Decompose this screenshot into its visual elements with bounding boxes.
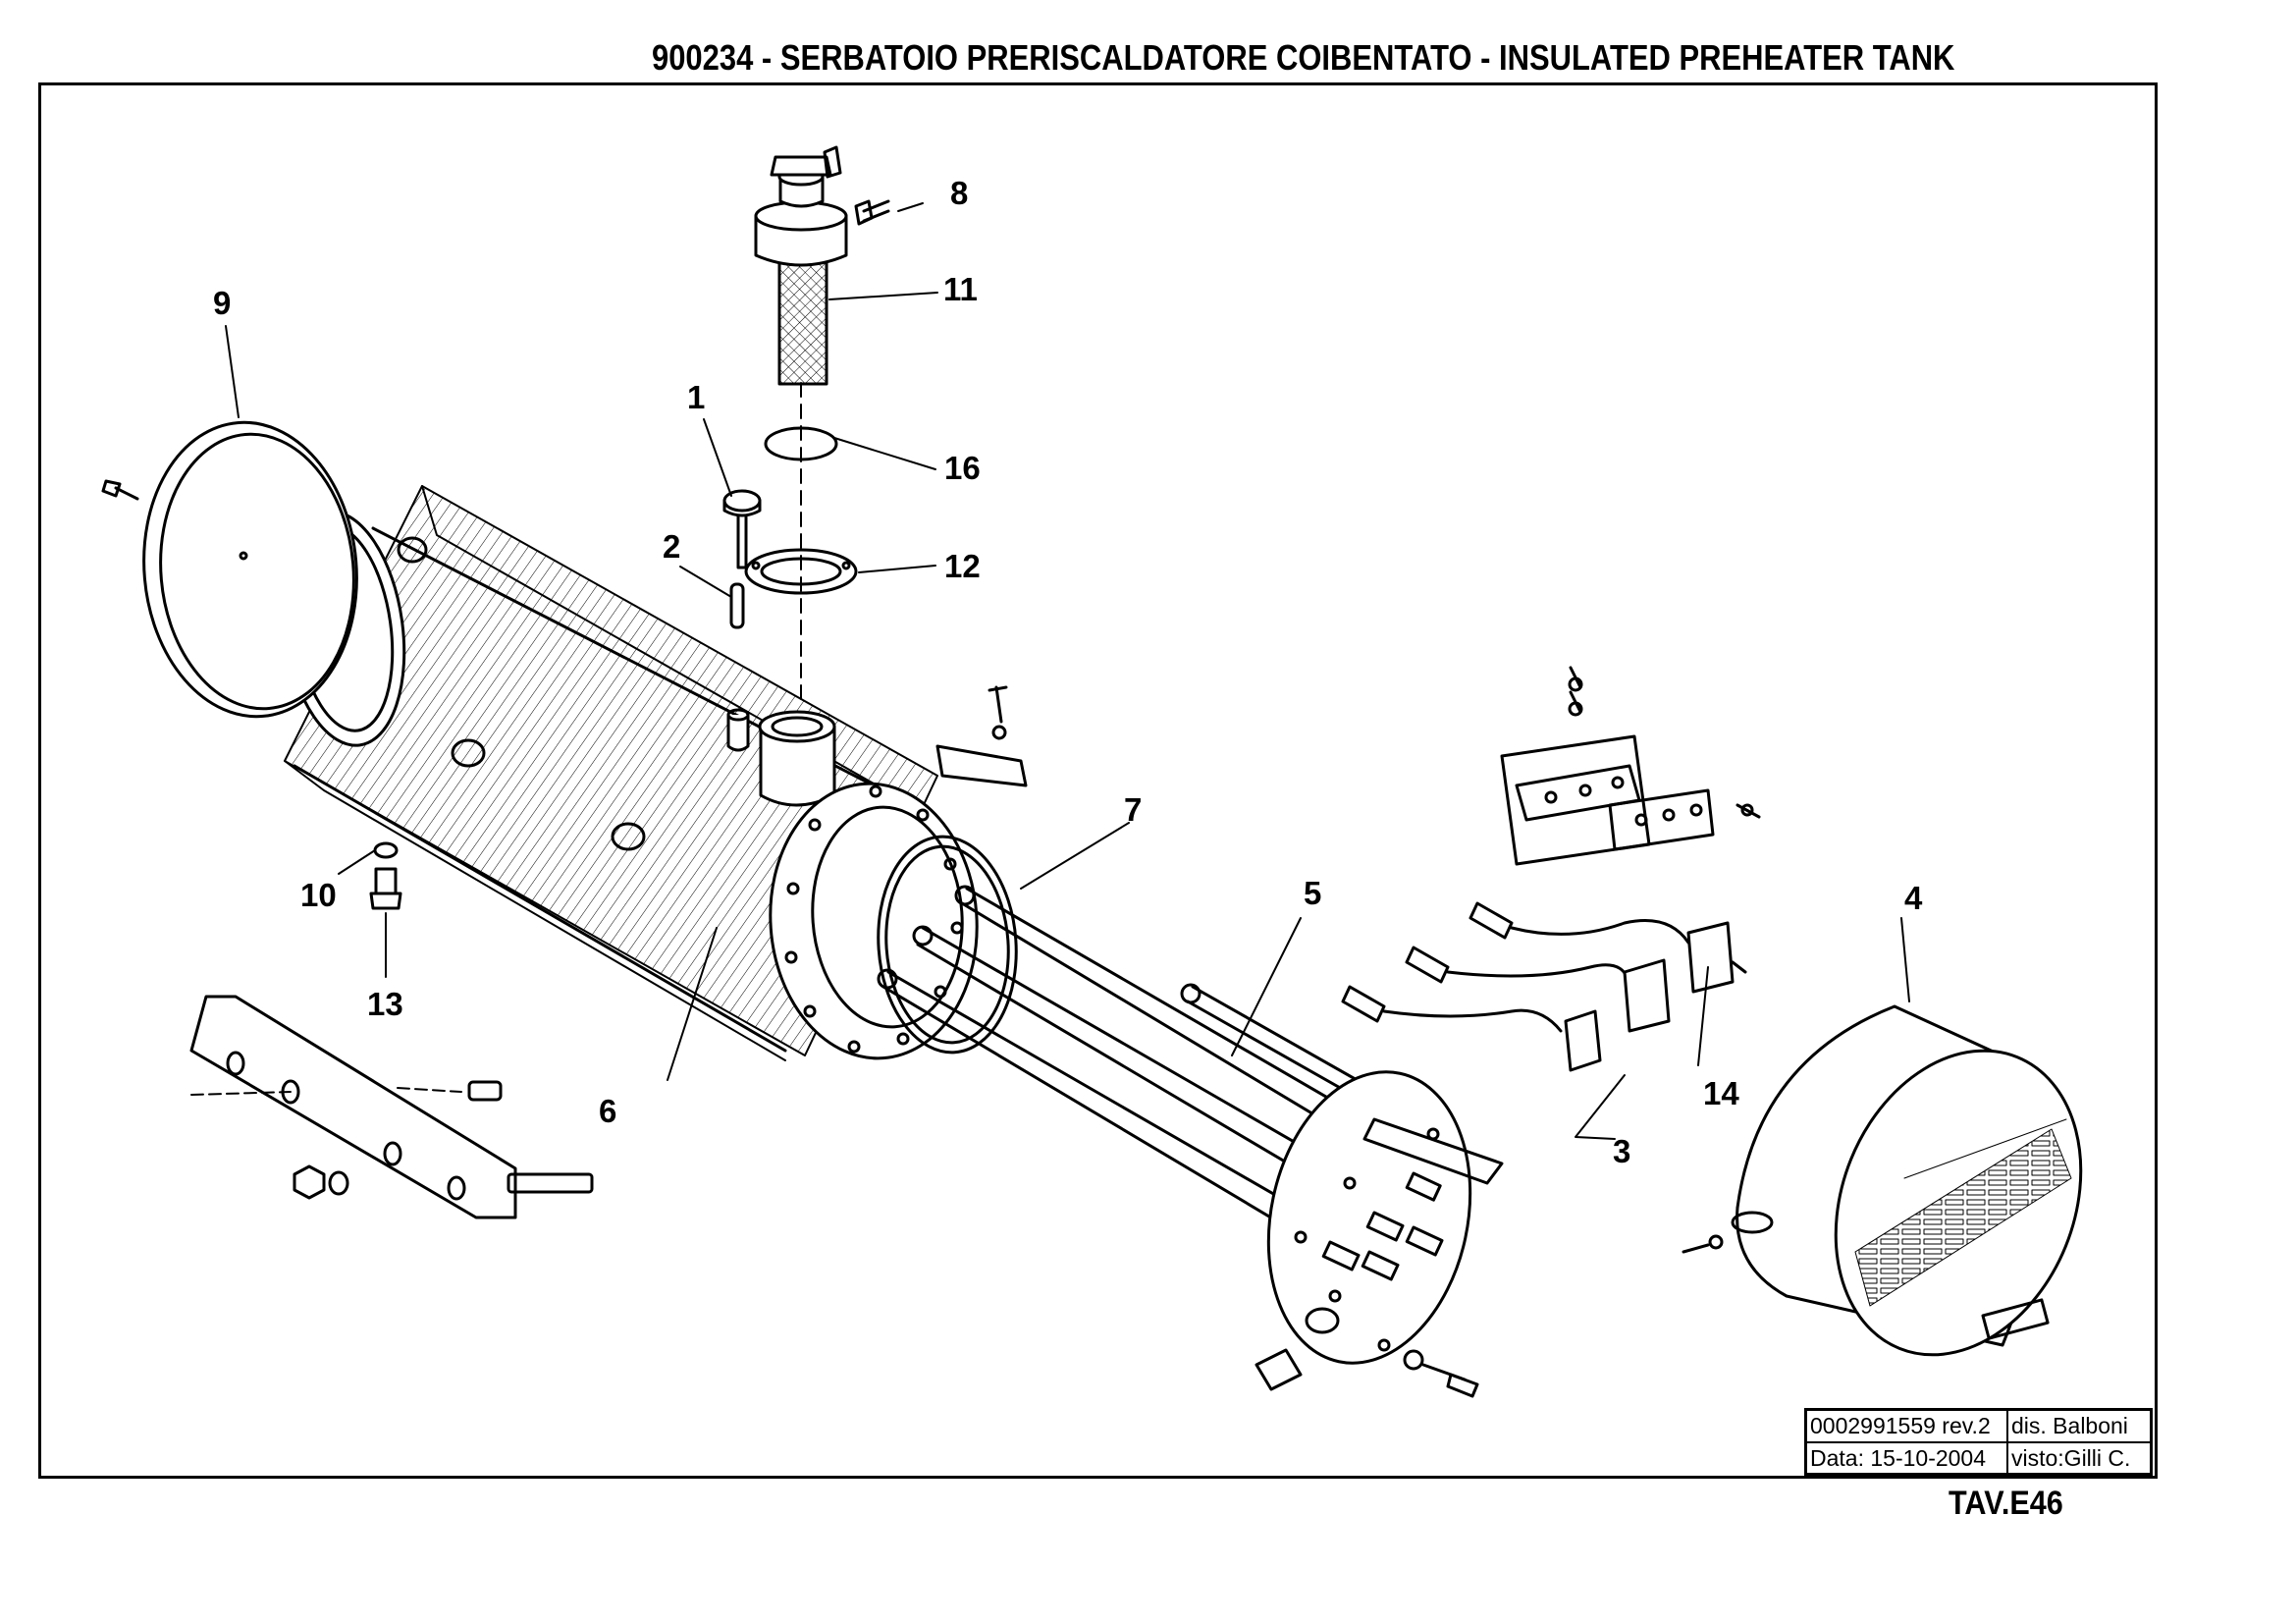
callout-6: 6 [599, 1093, 617, 1129]
checked-by: visto:Gilli C. [2007, 1442, 2151, 1474]
drawing-number: 0002991559 rev.2 [1806, 1410, 2007, 1442]
callout-1: 1 [687, 379, 706, 415]
sheet-id: TAV.E46 [1949, 1485, 2063, 1522]
title-block: 0002991559 rev.2 dis. Balboni Data: 15-1… [1804, 1408, 2153, 1476]
flange-gasket [877, 835, 1018, 1055]
terminal-blocks [1341, 666, 1761, 1072]
drawing-title: 900234 - SERBATOIO PRERISCALDATORE COIBE… [652, 37, 1955, 78]
mounting-clip [935, 685, 1028, 787]
callout-5: 5 [1304, 875, 1322, 911]
filter-cartridge [754, 145, 890, 386]
element-head-plate [1255, 1070, 1504, 1398]
callout-12: 12 [944, 548, 981, 584]
drain-plug [369, 841, 402, 910]
callout-10: 10 [300, 877, 337, 913]
callout-2: 2 [663, 528, 681, 565]
drawing-date: Data: 15-10-2004 [1806, 1442, 2007, 1474]
callout-16: 16 [944, 450, 981, 486]
drawn-by: dis. Balboni [2007, 1410, 2151, 1442]
callout-14: 14 [1703, 1075, 1739, 1111]
callout-11: 11 [943, 271, 978, 307]
thermometer-sleeve [729, 582, 745, 629]
callout-13: 13 [367, 986, 403, 1022]
end-cover [101, 420, 358, 719]
callout-7: 7 [1124, 791, 1143, 828]
leader-lines [225, 202, 1910, 1140]
callout-9: 9 [213, 285, 232, 321]
support-bar [189, 995, 594, 1219]
callout-4: 4 [1904, 880, 1923, 916]
callout-3: 3 [1613, 1133, 1631, 1169]
thermometer [722, 489, 762, 569]
callout-8: 8 [950, 175, 969, 211]
element-cover [1682, 1004, 2083, 1357]
drawing-frame [38, 82, 2158, 1479]
